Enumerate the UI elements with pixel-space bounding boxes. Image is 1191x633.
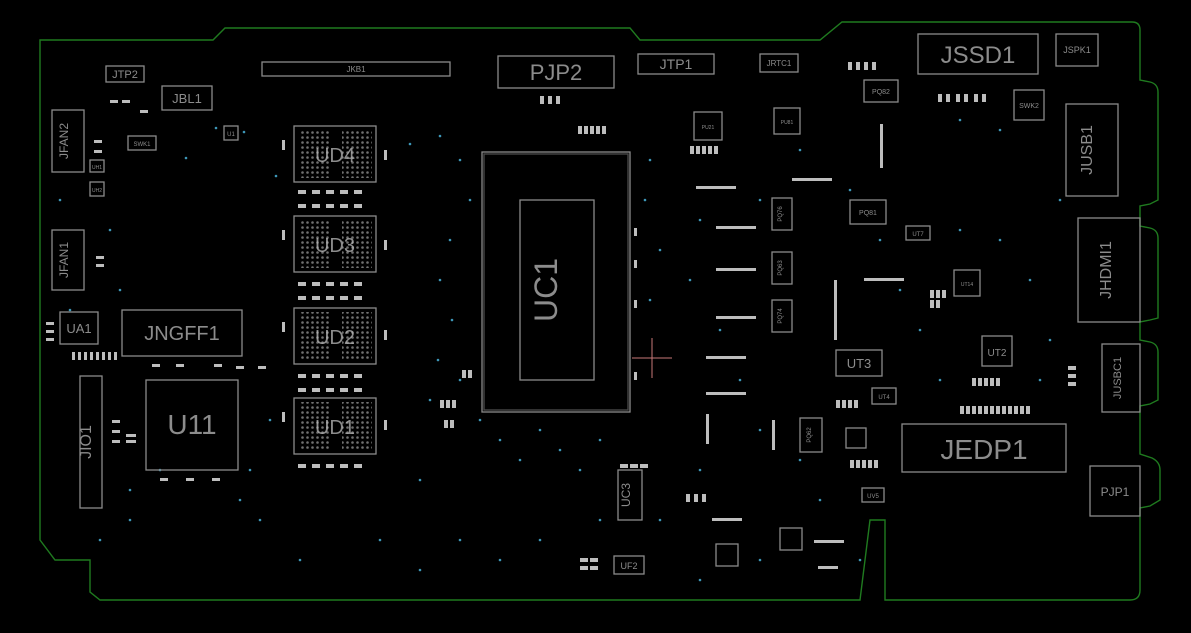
pq74-mosfet: PQ74: [771, 299, 793, 333]
uh1-chip: UH1: [89, 159, 105, 173]
jtp2-connector: JTP2: [105, 65, 145, 83]
jssd1-connector: JSSD1: [917, 33, 1039, 75]
swk2-label: SWK2: [1019, 103, 1039, 110]
uv5-label: UV5: [867, 494, 879, 500]
pjp1-label: PJP1: [1101, 485, 1130, 499]
jbl1-label: JBL1: [172, 91, 202, 106]
swk2-switch: SWK2: [1013, 89, 1045, 121]
board-outline: [39, 21, 1161, 601]
jrtc1-connector: JRTC1: [759, 53, 799, 73]
pq81-chip: PQ81: [849, 199, 887, 225]
pu81-chip: PU81: [773, 107, 801, 135]
pu21-label: PU21: [702, 125, 715, 131]
jfan2-label: JFAN2: [57, 123, 71, 159]
pu21-chip: PU21: [693, 111, 723, 141]
u1-label: U1: [227, 132, 235, 138]
jusbc1-label: JUSBC1: [1112, 357, 1124, 399]
jusb1-label: JUSB1: [1079, 125, 1096, 175]
pq82-chip: PQ82: [863, 79, 899, 103]
jhdmi1-connector: JHDMI1: [1077, 217, 1141, 323]
u11-chip: U11: [145, 379, 239, 471]
jspk1-connector: JSPK1: [1055, 33, 1099, 67]
jio1-label: JIO1: [78, 425, 95, 459]
jssd1-label: JSSD1: [941, 42, 1016, 69]
u11-label: U11: [167, 409, 216, 440]
jtp2-label: JTP2: [112, 69, 138, 81]
pjp1-connector: PJP1: [1089, 465, 1141, 517]
center-crosshair-marker: [632, 338, 672, 378]
pq74-label: PQ74: [778, 308, 784, 324]
uc1-cpu: UC1: [481, 151, 631, 413]
ut3-label: UT3: [847, 356, 872, 371]
jusb1-connector: JUSB1: [1065, 103, 1119, 197]
uc1-label: UC1: [528, 258, 564, 322]
uv5-chip: UV5: [861, 487, 885, 503]
jusbc1-connector: JUSBC1: [1101, 343, 1141, 413]
ua1-chip: UA1: [59, 311, 99, 345]
right-ic-c: [845, 427, 867, 449]
mid-slot-pads: [696, 124, 904, 569]
jkb1-label: JKB1: [346, 65, 366, 74]
ua1-label: UA1: [66, 321, 91, 336]
jfan1-connector: JFAN1: [51, 229, 85, 291]
bottom-ic-b: [779, 527, 803, 551]
pq63-label: PQ63: [778, 260, 784, 276]
ut7-chip: UT7: [905, 225, 931, 241]
uh1-label: UH1: [92, 165, 102, 171]
ut7-label: UT7: [912, 232, 924, 238]
jio1-connector: JIO1: [78, 375, 103, 509]
jngff1-connector: JNGFF1: [121, 309, 243, 357]
pq76-label: PQ76: [778, 206, 784, 222]
uf2-label: UF2: [620, 561, 637, 571]
jngff1-label: JNGFF1: [144, 323, 220, 345]
uc3-label: UC3: [619, 483, 633, 507]
pq76-mosfet: PQ76: [771, 197, 793, 231]
uf2-chip: UF2: [613, 555, 645, 575]
ut4-label: UT4: [878, 395, 890, 401]
pq62-label: PQ62: [807, 427, 813, 443]
jfan2-connector: JFAN2: [51, 109, 85, 173]
pq62-mosfet: PQ62: [799, 417, 823, 453]
ut14-chip: UT14: [953, 269, 981, 297]
swk1-label: SWK1: [133, 142, 151, 148]
ut2-label: UT2: [988, 348, 1007, 359]
jbl1-connector: JBL1: [161, 85, 213, 111]
jrtc1-label: JRTC1: [767, 59, 792, 68]
jkb1-connector: JKB1: [261, 61, 451, 77]
uh2-chip: UH2: [89, 181, 105, 197]
left-passives: [46, 100, 266, 481]
ut2-chip: UT2: [981, 335, 1013, 367]
ut4-chip: UT4: [871, 387, 897, 405]
u1-chip: U1: [223, 125, 239, 141]
ut3-chip: UT3: [835, 349, 883, 377]
pq81-label: PQ81: [859, 210, 877, 217]
swk1-switch: SWK1: [127, 135, 157, 151]
jtp1-label: JTP1: [660, 56, 693, 72]
ut14-label: UT14: [961, 282, 973, 288]
via-field: [58, 118, 1062, 582]
jedp1-connector: JEDP1: [901, 423, 1067, 473]
jtp1-connector: JTP1: [637, 53, 715, 75]
jfan1-label: JFAN1: [57, 242, 71, 278]
uh2-label: UH2: [92, 188, 102, 194]
pjp2-connector: PJP2: [497, 55, 615, 89]
dram-bank: UD4 UD3 UD2 UD1: [282, 125, 387, 468]
bottom-ic-a: [715, 543, 739, 567]
pq82-label: PQ82: [872, 89, 890, 96]
uc3-chip: UC3: [617, 469, 643, 521]
jedp1-label: JEDP1: [940, 434, 1027, 465]
jspk1-label: JSPK1: [1063, 45, 1091, 55]
jhdmi1-label: JHDMI1: [1098, 241, 1115, 299]
pu81-label: PU81: [781, 120, 794, 126]
pq63-mosfet: PQ63: [771, 251, 793, 285]
misc-pad-clusters: [440, 62, 1076, 570]
pjp2-label: PJP2: [530, 60, 583, 85]
